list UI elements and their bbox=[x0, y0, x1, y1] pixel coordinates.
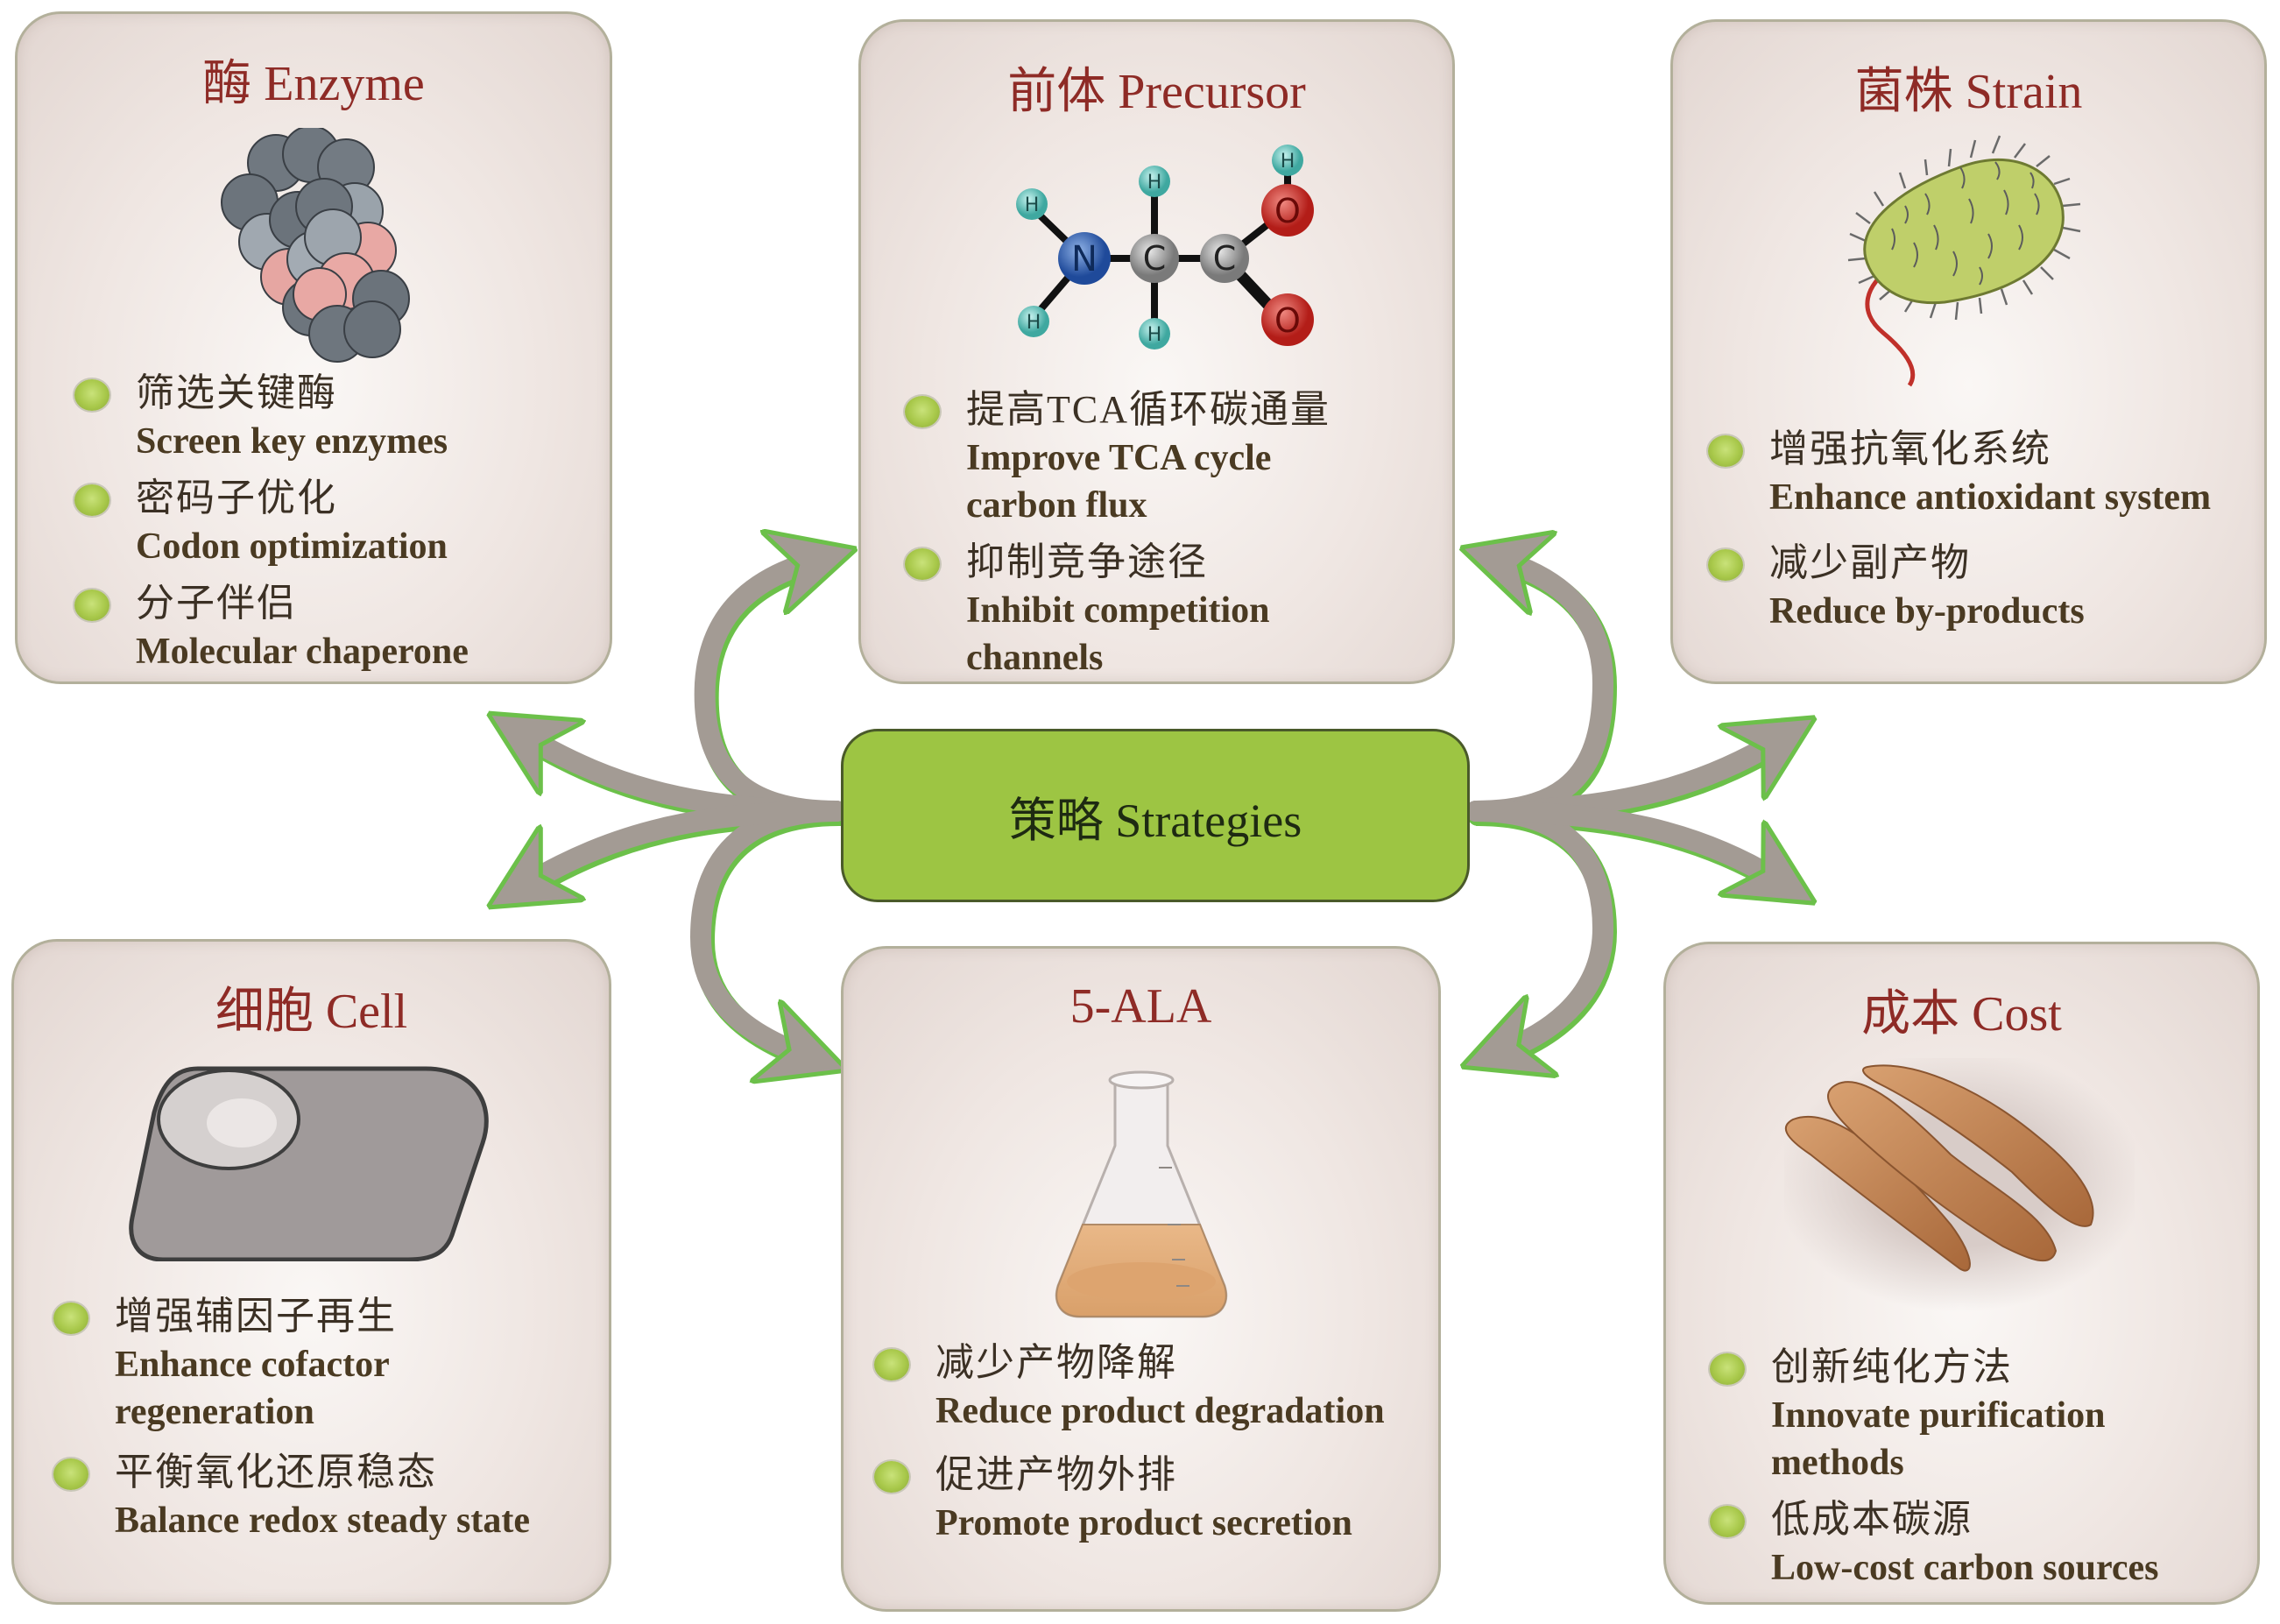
arrow-to-precursor-right bbox=[1476, 561, 1614, 822]
glycine-molecule-icon: H H H H H N C C O O bbox=[1016, 145, 1314, 350]
bullet-icon bbox=[905, 548, 940, 580]
panel-strain: 菌株 Strain 增强抗氧化系统 Enhance antioxidant sy… bbox=[1670, 19, 2267, 684]
panel-precursor: 前体 Precursor H H H H H N C C O O bbox=[858, 19, 1455, 684]
bullet-icon bbox=[874, 1349, 909, 1380]
panel-title: 5-ALA bbox=[1069, 979, 1212, 1034]
panel-title: 前体 Precursor bbox=[1007, 65, 1306, 119]
list-item: 低成本碳源 Low-cost carbon sources bbox=[1710, 1495, 2262, 1592]
flask-icon bbox=[1055, 1070, 1228, 1318]
arrow-to-precursor bbox=[694, 561, 836, 822]
list-item: 增强辅因子再生 Enhance cofactor regeneration bbox=[53, 1292, 605, 1436]
list-item: 提高TCA循环碳通量 Improve TCA cycle carbon flux bbox=[905, 385, 1430, 529]
arrow-to-ala bbox=[689, 801, 836, 1056]
cell-icon bbox=[129, 1066, 489, 1261]
list-item: 减少产物降解 Reduce product degradation bbox=[874, 1338, 1444, 1435]
svg-text:H: H bbox=[1147, 172, 1162, 194]
bacterium-icon bbox=[1847, 135, 2081, 387]
arrow-to-cost bbox=[1465, 801, 1778, 880]
panel-title: 酶 Enzyme bbox=[202, 57, 425, 111]
bullet-icon bbox=[1710, 1353, 1745, 1385]
list-item: 创新纯化方法 Innovate purification methods bbox=[1710, 1343, 2262, 1486]
svg-text:N: N bbox=[1071, 239, 1098, 279]
bullet-icon bbox=[74, 484, 109, 516]
panel-title: 成本 Cost bbox=[1861, 987, 2062, 1041]
bullet-icon bbox=[905, 396, 940, 427]
list-item: 平衡氧化还原稳态 Balance redox steady state bbox=[53, 1448, 605, 1544]
svg-text:H: H bbox=[1147, 324, 1162, 346]
cassava-roots-icon bbox=[1784, 1058, 2135, 1312]
strategies-label: 策略 Strategies bbox=[1008, 794, 1302, 847]
svg-text:H: H bbox=[1281, 151, 1295, 173]
list-item: 筛选关键酶 Screen key enzymes bbox=[74, 369, 469, 465]
list-item: 促进产物外排 Promote product secretion bbox=[874, 1451, 1444, 1547]
panel-cell: 细胞 Cell 增强辅因子再生 Enhance cofactor regener… bbox=[11, 939, 611, 1605]
bullet-icon bbox=[1708, 435, 1743, 467]
panel-cost: 成本 Cost 创新纯化方法 Innovate purification met… bbox=[1663, 942, 2260, 1605]
list-item: 抑制竞争途径 Inhibit competition channels bbox=[905, 538, 1430, 681]
protein-cluster-icon bbox=[221, 128, 410, 363]
bullet-icon bbox=[53, 1303, 88, 1334]
bullet-icon bbox=[1710, 1506, 1745, 1537]
bullet-icon bbox=[53, 1458, 88, 1490]
svg-text:C: C bbox=[1213, 239, 1237, 278]
panel-5-ala: 5-ALA 减少产物降解 Reduce product degradation … bbox=[841, 946, 1441, 1612]
svg-text:O: O bbox=[1274, 301, 1301, 340]
svg-text:C: C bbox=[1143, 239, 1167, 278]
bullet-icon bbox=[874, 1461, 909, 1493]
arrow-to-strain bbox=[1465, 740, 1778, 822]
list-item: 减少副产物 Reduce by-products bbox=[1708, 539, 2269, 635]
svg-text:H: H bbox=[1027, 312, 1041, 334]
bullet-icon bbox=[74, 379, 109, 411]
list-item: 分子伴侣 Molecular chaperone bbox=[74, 579, 469, 675]
arrow-to-cell bbox=[526, 801, 847, 885]
panel-enzyme: 酶 Enzyme 筛选关键酶 Screen key enzymes 密码子优化 … bbox=[15, 11, 612, 684]
bullet-icon bbox=[1708, 549, 1743, 581]
panel-title: 细胞 Cell bbox=[215, 985, 408, 1039]
strategies-node: 策略 Strategies bbox=[841, 729, 1470, 902]
panel-title: 菌株 Strain bbox=[1854, 65, 2083, 119]
bullet-icon bbox=[74, 590, 109, 621]
svg-text:H: H bbox=[1025, 194, 1040, 216]
svg-text:O: O bbox=[1274, 192, 1301, 230]
list-item: 密码子优化 Codon optimization bbox=[74, 474, 469, 570]
list-item: 增强抗氧化系统 Enhance antioxidant system bbox=[1708, 425, 2269, 521]
